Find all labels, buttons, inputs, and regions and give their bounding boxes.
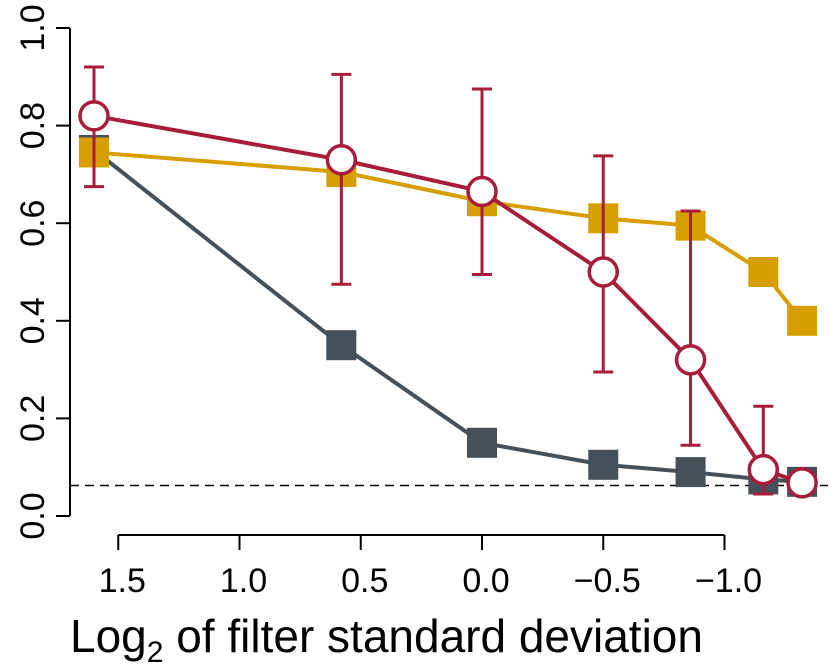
data-point: [325, 144, 358, 176]
data-point: [466, 175, 498, 208]
data-point: [588, 449, 619, 480]
x-tick-label: 1.0: [220, 562, 267, 600]
y-tick-label: 0.8: [14, 102, 52, 149]
x-tick-label: 0.5: [341, 562, 388, 600]
data-point: [786, 467, 818, 499]
data-point: [78, 100, 110, 132]
series-3: [78, 65, 818, 499]
data-point: [747, 453, 780, 486]
series-1: [79, 135, 818, 497]
y-tick-label: 0.6: [14, 200, 52, 247]
x-tick-label: 1.5: [99, 562, 146, 600]
data-point: [675, 457, 706, 488]
y-tick-label: 0.0: [14, 492, 52, 539]
data-point: [748, 257, 779, 287]
x-axis-title-subscript: 2: [147, 636, 164, 664]
data-point: [326, 330, 357, 361]
x-tick-label: −0.5: [574, 562, 641, 600]
error-bar: [331, 72, 352, 286]
data-point: [587, 256, 619, 288]
series-line: [93, 113, 803, 485]
error-bar: [680, 209, 701, 447]
x-axis: 1.5 1.0 0.5 0.0 −0.5 −1.0: [99, 534, 762, 600]
x-tick-label: −1.0: [695, 562, 762, 600]
y-axis: 0.0 0.2 0.4 0.6 0.8 1.0: [14, 4, 71, 540]
x-tick-label: 0.0: [462, 562, 509, 600]
series-2: [79, 137, 818, 336]
x-axis-title-rest: of filter standard deviation: [163, 610, 703, 662]
y-tick-label: 0.2: [14, 395, 52, 442]
data-point: [787, 305, 818, 336]
y-tick-label: 0.4: [14, 297, 52, 344]
x-axis-title-main: Log: [70, 610, 147, 662]
data-point: [467, 427, 497, 458]
data-point: [674, 344, 707, 376]
series-line: [92, 148, 803, 484]
x-axis-title: Log2 of filter standard deviation: [70, 610, 703, 664]
y-tick-label: 1.0: [14, 4, 52, 51]
series-layer: [78, 65, 818, 499]
